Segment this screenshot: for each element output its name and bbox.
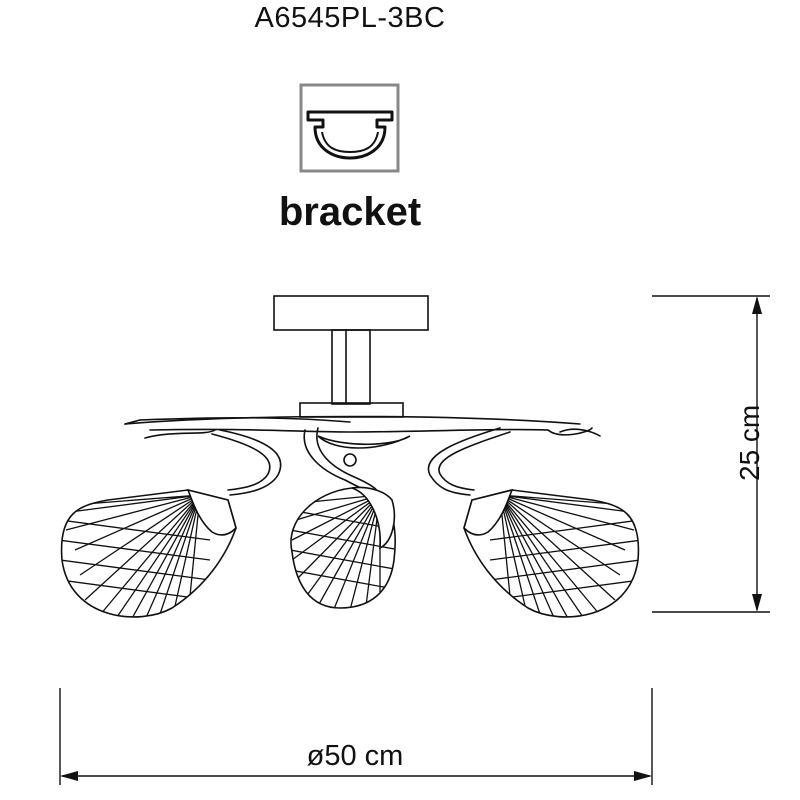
lamp-shade-left bbox=[60, 488, 237, 618]
lamp-shade-right bbox=[463, 488, 640, 618]
height-dimension-line bbox=[652, 295, 770, 613]
fixture-frame bbox=[124, 415, 601, 496]
height-dimension-label: 25 cm bbox=[734, 404, 765, 481]
width-dimension-line bbox=[59, 688, 653, 785]
mount-type-label: bracket bbox=[278, 190, 422, 234]
lamp-shade-center bbox=[290, 486, 396, 609]
diameter-dimension-label: ø50 cm bbox=[306, 740, 404, 772]
ceiling-canopy bbox=[273, 295, 429, 418]
bracket-mount-icon bbox=[299, 83, 400, 173]
model-number: A6545PL-3BC bbox=[254, 2, 446, 34]
